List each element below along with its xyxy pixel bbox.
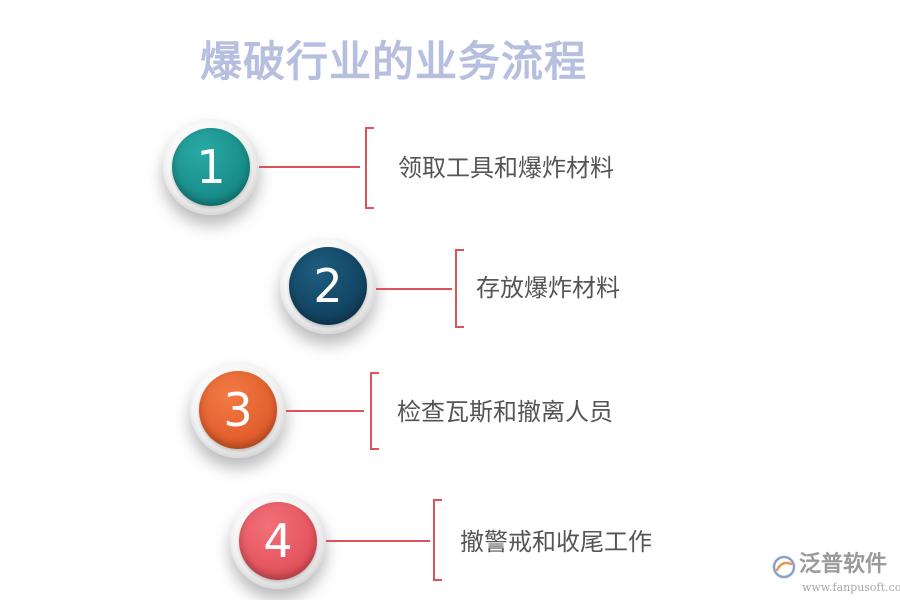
label-bracket xyxy=(433,499,442,581)
step-label: 存放爆炸材料 xyxy=(476,274,620,302)
step-number: 4 xyxy=(263,514,293,568)
step-number-badge: 1 xyxy=(163,119,259,215)
step-number-badge: 2 xyxy=(280,238,376,334)
step-label: 领取工具和爆炸材料 xyxy=(398,154,614,182)
connector-line xyxy=(286,410,364,412)
step-number-circle: 3 xyxy=(199,371,277,449)
connector-line xyxy=(259,166,360,168)
connector-line xyxy=(326,540,430,542)
step-number-badge: 3 xyxy=(190,362,286,458)
connector-line xyxy=(376,288,452,290)
label-bracket xyxy=(455,249,464,328)
step-number-badge: 4 xyxy=(230,493,326,589)
brand-url: www.fanpusoft.com xyxy=(802,581,900,594)
step-label: 撤警戒和收尾工作 xyxy=(460,528,652,556)
label-bracket xyxy=(365,127,374,209)
label-bracket xyxy=(370,372,379,450)
step-number-circle: 4 xyxy=(239,502,317,580)
step-number: 2 xyxy=(313,259,343,313)
page-title: 爆破行业的业务流程 xyxy=(200,37,588,86)
step-number-circle: 2 xyxy=(289,247,367,325)
step-number: 3 xyxy=(223,383,253,437)
step-number: 1 xyxy=(196,140,226,194)
step-number-circle: 1 xyxy=(172,128,250,206)
brand-name: 泛普软件 xyxy=(799,552,888,577)
brand-logo: 泛普软件 www.fanpusoft.com xyxy=(772,552,900,597)
step-label: 检查瓦斯和撤离人员 xyxy=(397,398,613,426)
brand-logo-icon xyxy=(772,555,796,579)
